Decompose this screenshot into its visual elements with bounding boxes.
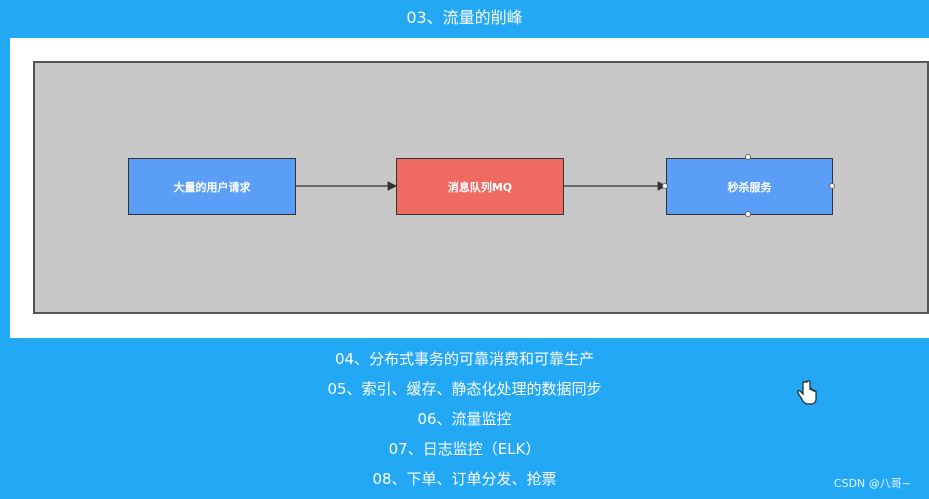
topic-item: 05、索引、缓存、静态化处理的数据同步 (327, 380, 602, 398)
topic-list: 04、分布式事务的可靠消费和可靠生产 05、索引、缓存、静态化处理的数据同步 0… (0, 344, 929, 494)
selection-handle[interactable] (745, 211, 751, 217)
page-title: 03、流量的削峰 (406, 8, 523, 27)
diagram-edges (296, 181, 668, 191)
diagram-frame: 大量的用户请求 消息队列MQ 秒杀服务 (33, 61, 929, 314)
node-message-queue: 消息队列MQ (396, 158, 564, 215)
topic-item: 04、分布式事务的可靠消费和可靠生产 (334, 350, 595, 368)
node-seckill-service: 秒杀服务 (666, 158, 833, 215)
selection-handle[interactable] (829, 183, 835, 189)
topic-item: 08、下单、订单分发、抢票 (372, 470, 557, 488)
slide-panel: 大量的用户请求 消息队列MQ 秒杀服务 (10, 38, 929, 338)
topic-item: 07、日志监控（ELK） (388, 440, 541, 458)
selection-handle[interactable] (745, 154, 751, 160)
watermark: CSDN @八哥~ (833, 477, 911, 490)
topic-item: 06、流量监控 (417, 410, 512, 428)
selection-handle[interactable] (662, 183, 668, 189)
hand-cursor-icon (797, 380, 817, 405)
node-user-requests: 大量的用户请求 (128, 158, 296, 215)
